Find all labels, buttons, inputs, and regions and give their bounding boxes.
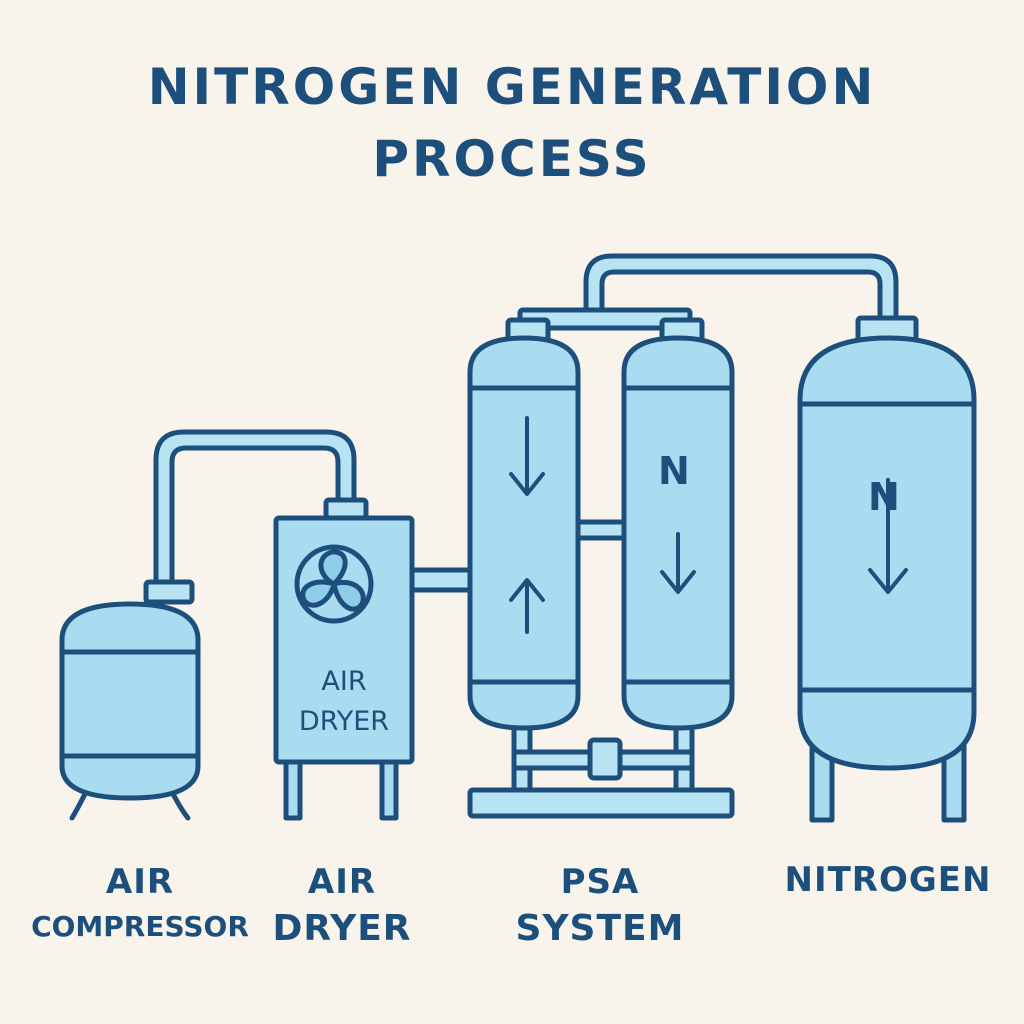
compressor-outlet-valve [143, 579, 195, 605]
arrow-up-icon [509, 578, 545, 634]
psa-right-vessel-mark: N [658, 449, 690, 493]
dryer-left-leg [283, 757, 303, 821]
air-compressor-tank [59, 601, 201, 801]
diagram-title-line-1: NITROGEN GENERATION [147, 58, 877, 116]
label-nitrogen: NITROGEN [784, 860, 992, 900]
arrow-down-icon [660, 532, 696, 594]
fan-icon [294, 544, 374, 624]
label-dryer-line-1: AIR [307, 862, 377, 902]
label-compressor-line-1: AIR [105, 862, 175, 902]
diagram-title-line-2: PROCESS [372, 130, 652, 188]
psa-left-vessel [467, 335, 581, 731]
arrow-down-icon [868, 478, 908, 594]
psa-middle-connector [575, 519, 631, 541]
dryer-inlet-valve [323, 497, 369, 521]
dryer-panel-text-line-2: DRYER [298, 706, 390, 737]
label-compressor-line-2: COMPRESSOR [31, 910, 249, 943]
storage-vessel-mark: N [868, 475, 900, 519]
dryer-panel-text-line-1: AIR [321, 666, 367, 697]
label-psa-line-2: SYSTEM [515, 908, 685, 949]
arrow-down-icon [509, 416, 545, 496]
label-psa-line-1: PSA [560, 862, 640, 902]
psa-bottom-valve [587, 737, 623, 781]
label-dryer-line-2: DRYER [272, 908, 412, 949]
dryer-right-leg [379, 757, 399, 821]
psa-base-plate [467, 787, 735, 819]
pipe-dryer-to-psa [409, 567, 479, 593]
